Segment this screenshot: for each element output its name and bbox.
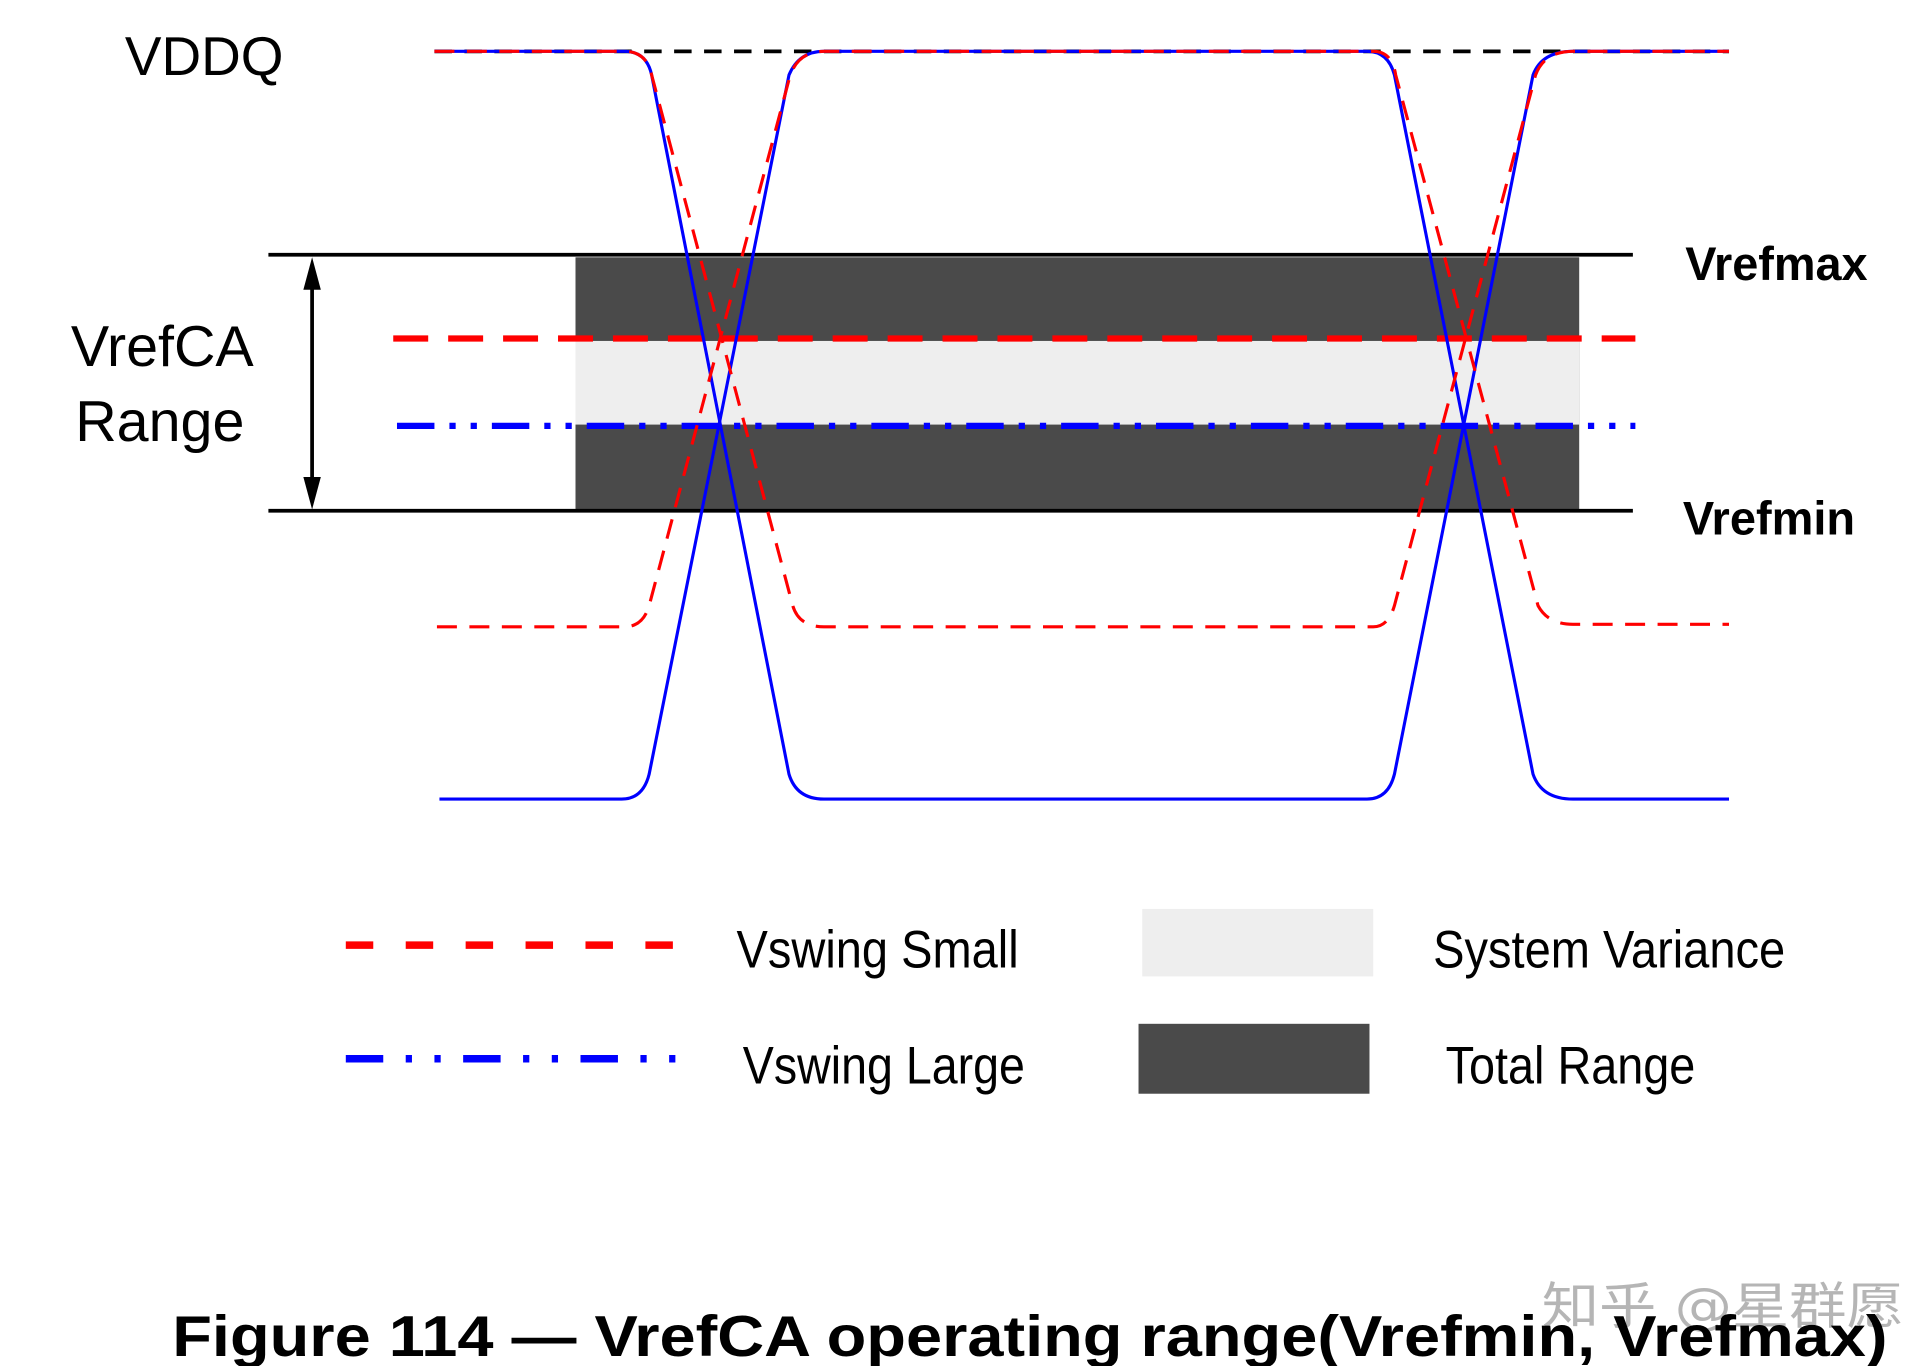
vrefmin-label: Vrefmin (1683, 492, 1855, 545)
vswing-small-waveform-2 (436, 49, 1730, 629)
legend-vswing-small-label: Vswing Small (737, 922, 1019, 980)
legend-system-variance-label: System Variance (1433, 922, 1785, 980)
legend: Vswing Small Vswing Large System Varianc… (345, 908, 1785, 1096)
legend-total-range-swatch (1138, 1023, 1370, 1094)
vddq-label: VDDQ (125, 25, 284, 87)
figure-caption: Figure 114 — VrefCA operating range(Vref… (172, 1305, 1887, 1366)
vrefca-range-label-1: VrefCA (71, 315, 255, 379)
legend-total-range-label: Total Range (1446, 1038, 1696, 1096)
watermark: 知乎 @星群愿 (1542, 1277, 1904, 1335)
vrefca-range-label-2: Range (75, 390, 244, 454)
system-variance-band (575, 340, 1580, 425)
range-arrow (303, 257, 321, 510)
vrefmax-label: Vrefmax (1685, 238, 1868, 291)
legend-system-variance-swatch (1142, 908, 1374, 977)
vswing-large-waveform-1 (434, 49, 1730, 801)
legend-vswing-large-label: Vswing Large (743, 1038, 1025, 1096)
vswing-small-waveform-1 (434, 49, 1730, 629)
